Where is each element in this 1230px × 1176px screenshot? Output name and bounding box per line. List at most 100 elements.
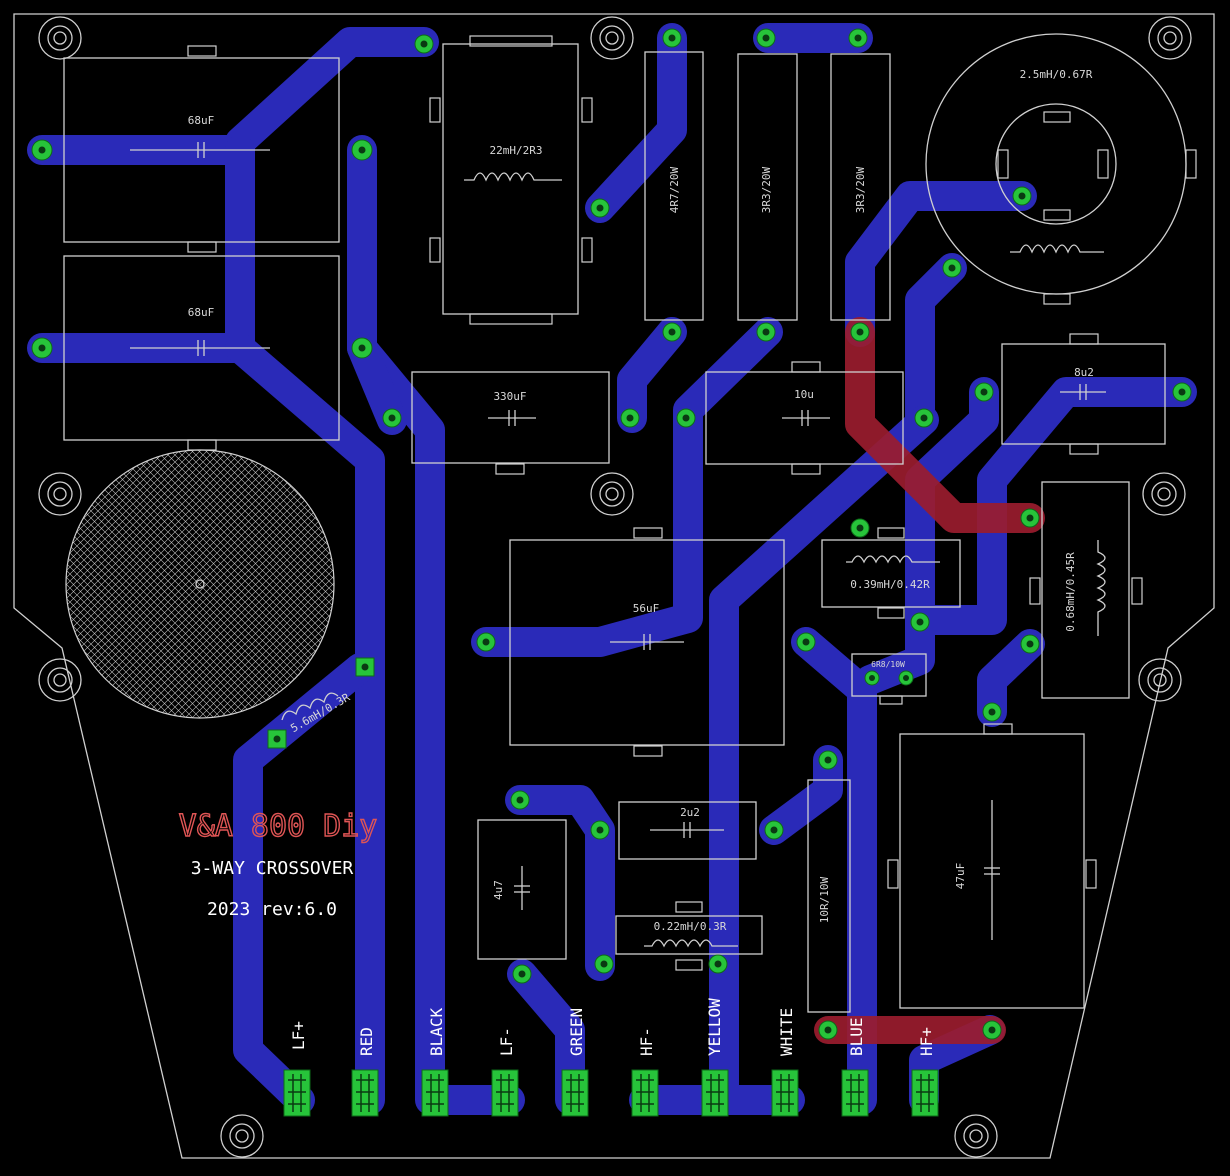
pad (594, 954, 614, 974)
terminal-label: BLUE (847, 1017, 866, 1056)
capacitor-56uf: 56uF (509, 527, 785, 757)
title-block: V&A 800 Diy 3-WAY CROSSOVER 2023 rev:6.0 (178, 808, 378, 920)
pads (31, 28, 1192, 1040)
capacitor-2u2: 2u2 (618, 801, 757, 860)
terminal-block-white (771, 1069, 799, 1117)
capacitor-68uf-top: 68uF (63, 45, 340, 253)
resistor-10r: 10R/10W (807, 779, 851, 1013)
mounting-holes (38, 16, 1192, 1158)
pad (1020, 508, 1040, 528)
capacitor-330uf-label: 330uF (493, 390, 526, 403)
resistor-4r7: 4R7/20W (644, 51, 704, 321)
pad (476, 632, 496, 652)
inductor-22mh-label: 22mH/2R3 (490, 144, 543, 157)
resistor-10r-label: 10R/10W (818, 876, 831, 923)
pad (982, 1020, 1002, 1040)
bottom-copper-traces (27, 23, 1197, 1115)
terminal-label: LF+ (289, 1021, 308, 1050)
pad (818, 1020, 838, 1040)
terminal-label: GREEN (567, 1008, 586, 1056)
pad (620, 408, 640, 428)
pad (942, 258, 962, 278)
inductor-22mh: 22mH/2R3 (429, 35, 593, 325)
capacitor-330uf: 330uF (411, 371, 610, 475)
air-core-coil-outline (65, 449, 335, 719)
pad (764, 820, 784, 840)
pad (708, 954, 728, 974)
silkscreen-components: 68uF 68uF 22mH/2R3 4R7/20W (63, 33, 1197, 1013)
resistor-3r3-b-label: 3R3/20W (854, 166, 867, 213)
resistor-3r3-b: 3R3/20W (830, 53, 891, 321)
pad (351, 139, 373, 161)
terminal-label: BLACK (427, 1007, 446, 1056)
capacitor-10u: 10u (705, 361, 904, 475)
pad (850, 518, 870, 538)
terminal-block-yellow (701, 1069, 729, 1117)
resistor-6r8-label: 6R8/10W (871, 660, 905, 669)
capacitor-2u2-label: 2u2 (680, 806, 700, 819)
pad (662, 28, 682, 48)
capacitor-68uf-bottom-label: 68uF (188, 306, 215, 319)
capacitor-4u7-label: 4u7 (492, 880, 505, 900)
terminal-label: RED (357, 1027, 376, 1056)
pad (382, 408, 402, 428)
board-revision: 2023 rev:6.0 (207, 899, 337, 920)
pad (510, 790, 530, 810)
inductor-0-39mh: 0.39mH/0.42R (821, 527, 961, 619)
pad (756, 28, 776, 48)
pad (31, 337, 53, 359)
pad (982, 702, 1002, 722)
capacitor-10u-label: 10u (794, 388, 814, 401)
pad (267, 729, 287, 749)
pad (512, 964, 532, 984)
mounting-hole (1142, 472, 1186, 516)
inductor-2-5mh-label: 2.5mH/0.67R (1020, 68, 1093, 81)
mounting-hole (590, 16, 634, 60)
pad (756, 322, 776, 342)
pad (351, 337, 373, 359)
terminal-block-black (421, 1069, 449, 1117)
terminal-block-hf-minus (631, 1069, 659, 1117)
inductor-0-68mh-label: 0.68mH/0.45R (1064, 552, 1077, 632)
capacitor-68uf-bottom: 68uF (63, 255, 340, 451)
resistor-3r3-a: 3R3/20W (737, 53, 798, 321)
pad (590, 820, 610, 840)
pad (662, 322, 682, 342)
board-subtitle: 3-WAY CROSSOVER (191, 858, 354, 879)
mounting-hole (590, 472, 634, 516)
pad (1012, 186, 1032, 206)
pad (31, 139, 53, 161)
pad (818, 750, 838, 770)
pad (590, 198, 610, 218)
board-title: V&A 800 Diy (179, 809, 378, 844)
inductor-0-22mh-label: 0.22mH/0.3R (654, 920, 727, 933)
resistor-4r7-label: 4R7/20W (668, 166, 681, 213)
terminal-block-lf-minus (491, 1069, 519, 1117)
pad (355, 657, 375, 677)
mounting-hole (220, 1114, 264, 1158)
inductor-0-68mh: 0.68mH/0.45R (1029, 481, 1143, 699)
terminal-blocks (283, 1069, 939, 1117)
pad (910, 612, 930, 632)
capacitor-47uf: 47uF (887, 723, 1097, 1009)
mounting-hole (38, 16, 82, 60)
pad (1172, 382, 1192, 402)
inductor-0-22mh: 0.22mH/0.3R (615, 901, 763, 971)
capacitor-4u7: 4u7 (477, 819, 567, 960)
pad (848, 28, 868, 48)
mounting-hole (1138, 658, 1182, 702)
terminal-block-blue (841, 1069, 869, 1117)
pad (676, 408, 696, 428)
inductor-0-39mh-label: 0.39mH/0.42R (850, 578, 930, 591)
resistor-3r3-a-label: 3R3/20W (760, 166, 773, 213)
mounting-hole (1148, 16, 1192, 60)
terminal-label: YELLOW (705, 998, 724, 1056)
pad (850, 322, 870, 342)
mounting-hole (38, 472, 82, 516)
mounting-hole (954, 1114, 998, 1158)
terminal-label: LF- (497, 1027, 516, 1056)
capacitor-47uf-label: 47uF (954, 863, 967, 890)
pad (974, 382, 994, 402)
pad (864, 670, 880, 686)
